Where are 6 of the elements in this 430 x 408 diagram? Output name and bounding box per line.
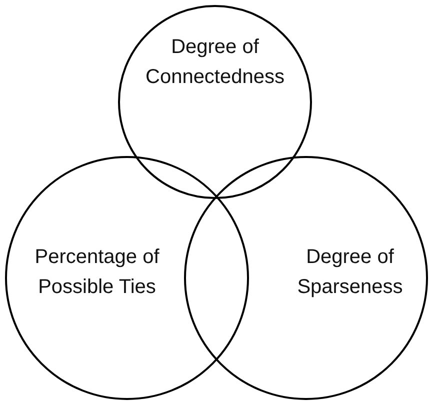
circle-label: Percentage of Possible Ties	[34, 245, 160, 300]
venn-circle	[184, 156, 428, 400]
circle-label: Degree of Sparseness	[296, 245, 404, 300]
venn-circle	[118, 5, 312, 199]
venn-circle	[5, 156, 249, 400]
circle-label: Degree of Connectedness	[144, 35, 286, 90]
